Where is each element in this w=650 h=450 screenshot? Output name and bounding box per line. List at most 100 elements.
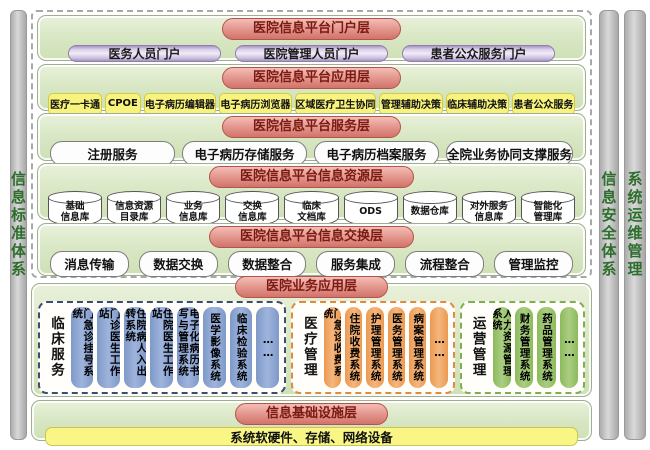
sidebar-system-operations: 系统运维管理 bbox=[624, 10, 646, 440]
group-label: 临床服务 bbox=[48, 316, 64, 379]
system-pill-ellipsis: …… bbox=[430, 306, 448, 388]
database-cylinder: ODS bbox=[343, 190, 398, 226]
system-pill: 药品管理系统 bbox=[537, 306, 556, 388]
layer-title: 信息基础设施层 bbox=[234, 403, 388, 425]
sidebar-label: 信息安全体系 bbox=[599, 171, 618, 279]
system-pill: 门诊医生工作站 bbox=[97, 306, 120, 388]
application-item: 电子病历编辑器 bbox=[143, 92, 217, 115]
application-item: 医疗一卡通 bbox=[48, 92, 103, 115]
system-label: 医务管理系统 bbox=[390, 312, 403, 382]
group-label: 运营管理 bbox=[469, 316, 486, 379]
system-label: 住院病人入出转系统 bbox=[124, 307, 147, 377]
business-groups-row: 临床服务 门急诊挂号系统 门诊医生工作站 住院病人入出转系统 住院医生工作站 电… bbox=[38, 300, 585, 394]
system-label: 病案管理系统 bbox=[412, 312, 425, 382]
application-row: 医疗一卡通 CPOE 电子病历编辑器 电子病历浏览器 区域医疗卫生协同 管理辅助… bbox=[48, 92, 575, 115]
system-label: …… bbox=[433, 334, 446, 361]
system-pill: 住院收费系统 bbox=[345, 306, 363, 388]
portal-layer: 医院信息平台门户层 医务人员门户 医院管理人员门户 患者公众服务门户 bbox=[37, 15, 586, 62]
database-label: 业务 信息库 bbox=[179, 200, 208, 223]
database-cylinder: 交换 信息库 bbox=[225, 190, 280, 226]
system-label: …… bbox=[563, 334, 576, 361]
database-cylinder: 智能化 管理库 bbox=[520, 190, 576, 226]
sidebar-label: 系统运维管理 bbox=[625, 171, 644, 279]
system-pill: 临床检验系统 bbox=[229, 306, 253, 388]
system-label: 财务管理系统 bbox=[518, 312, 531, 382]
system-label: 住院医生工作站 bbox=[150, 307, 173, 377]
infrastructure-layer: 信息基础设施层 系统软硬件、存储、网络设备 bbox=[31, 400, 592, 446]
database-row: 基础 信息库 信息资源 目录库 业务 信息库 交换 信息库 临床 文档库 ODS… bbox=[48, 190, 576, 226]
exchange-item: 管理监控 bbox=[494, 250, 573, 277]
application-layer: 医院信息平台应用层 医疗一卡通 CPOE 电子病历编辑器 电子病历浏览器 区域医… bbox=[37, 64, 586, 115]
database-cylinder: 数据仓库 bbox=[402, 190, 457, 226]
sidebar-information-security: 信息安全体系 bbox=[599, 10, 619, 440]
service-item: 全院业务协同支撑服务 bbox=[446, 140, 574, 166]
exchange-item: 消息传输 bbox=[50, 250, 129, 277]
system-label: 临床检验系统 bbox=[235, 312, 248, 382]
database-label: 数据仓库 bbox=[410, 206, 449, 218]
service-item: 电子病历档案服务 bbox=[314, 140, 439, 166]
service-layer: 医院信息平台服务层 注册服务 电子病历存储服务 电子病历档案服务 全院业务协同支… bbox=[37, 113, 586, 166]
layer-title: 医院业务应用层 bbox=[234, 276, 388, 298]
system-label: 药品管理系统 bbox=[541, 312, 553, 382]
application-item: 区域医疗卫生协同 bbox=[294, 92, 377, 115]
application-item: CPOE bbox=[105, 92, 141, 115]
business-application-layer: 医院业务应用层 临床服务 门急诊挂号系统 门诊医生工作站 住院病人入出转系统 住… bbox=[31, 276, 592, 397]
system-label: 护理管理系统 bbox=[369, 312, 382, 382]
exchange-item: 数据交换 bbox=[138, 250, 218, 277]
layer-title: 医院信息平台信息交换层 bbox=[208, 226, 414, 248]
system-pill: 门急诊收费系统 bbox=[323, 306, 342, 388]
system-pill-ellipsis: …… bbox=[559, 306, 578, 388]
portal-item: 医务人员门户 bbox=[68, 44, 221, 62]
layer-title: 医院信息平台应用层 bbox=[221, 67, 401, 89]
system-pill: 医务管理系统 bbox=[387, 306, 406, 388]
system-pill: 病案管理系统 bbox=[409, 306, 427, 388]
portal-item: 患者公众服务门户 bbox=[402, 44, 555, 62]
exchange-row: 消息传输 数据交换 数据整合 服务集成 流程整合 管理监控 bbox=[50, 250, 573, 277]
system-label: 门急诊挂号系统 bbox=[71, 307, 94, 377]
exchange-item: 流程整合 bbox=[405, 250, 485, 277]
sidebar-information-standards: 信息标准体系 bbox=[9, 10, 27, 440]
service-item: 电子病历存储服务 bbox=[182, 140, 307, 166]
sidebar-label: 信息标准体系 bbox=[9, 171, 27, 279]
portal-item: 医院管理人员门户 bbox=[235, 44, 388, 62]
system-pill: 财务管理系统 bbox=[515, 306, 534, 388]
database-label: 基础 信息库 bbox=[60, 200, 90, 223]
database-label: ODS bbox=[359, 206, 382, 218]
system-pill: 门急诊挂号系统 bbox=[71, 306, 94, 388]
database-label: 对外服务 信息库 bbox=[469, 200, 508, 223]
layer-title: 医院信息平台信息资源层 bbox=[208, 166, 414, 188]
system-pill: 住院医生工作站 bbox=[150, 306, 173, 388]
exchange-layer: 医院信息平台信息交换层 消息传输 数据交换 数据整合 服务集成 流程整合 管理监… bbox=[37, 223, 586, 277]
group-medical-management: 医疗管理 门急诊收费系统 住院收费系统 护理管理系统 医务管理系统 病案管理系统… bbox=[290, 300, 455, 394]
database-cylinder: 对外服务 信息库 bbox=[461, 190, 516, 226]
exchange-item: 数据整合 bbox=[227, 250, 307, 277]
system-label: 人力资源管理系统 bbox=[492, 307, 511, 377]
database-cylinder: 信息资源 目录库 bbox=[107, 190, 162, 226]
database-label: 临床 文档库 bbox=[297, 200, 326, 223]
application-item: 电子病历浏览器 bbox=[219, 92, 292, 115]
database-cylinder: 业务 信息库 bbox=[166, 190, 221, 226]
system-pill: 住院病人入出转系统 bbox=[123, 306, 147, 388]
exchange-item: 服务集成 bbox=[316, 250, 396, 277]
system-label: 门诊医生工作站 bbox=[97, 307, 120, 377]
system-label: …… bbox=[262, 334, 275, 361]
application-item: 患者公众服务 bbox=[511, 92, 575, 115]
application-item: 临床辅助决策 bbox=[445, 92, 509, 115]
group-operations-management: 运营管理 人力资源管理系统 财务管理系统 药品管理系统 …… bbox=[459, 300, 585, 394]
service-item: 注册服务 bbox=[50, 140, 175, 166]
infrastructure-item: 系统软硬件、存储、网络设备 bbox=[45, 426, 578, 446]
system-label: 门急诊收费系统 bbox=[323, 307, 342, 377]
database-label: 信息资源 目录库 bbox=[115, 200, 154, 223]
system-pill: 医学影像系统 bbox=[203, 306, 226, 388]
service-row: 注册服务 电子病历存储服务 电子病历档案服务 全院业务协同支撑服务 bbox=[50, 140, 574, 166]
platform-dashed-boundary: 医院信息平台门户层 医务人员门户 医院管理人员门户 患者公众服务门户 医院信息平… bbox=[31, 10, 592, 278]
database-label: 智能化 管理库 bbox=[533, 200, 563, 223]
database-cylinder: 临床 文档库 bbox=[284, 190, 339, 226]
group-clinical-services: 临床服务 门急诊挂号系统 门诊医生工作站 住院病人入出转系统 住院医生工作站 电… bbox=[38, 300, 286, 394]
resource-layer: 医院信息平台信息资源层 基础 信息库 信息资源 目录库 业务 信息库 交换 信息… bbox=[37, 163, 586, 226]
system-label: 住院收费系统 bbox=[348, 312, 361, 382]
database-label: 交换 信息库 bbox=[238, 200, 267, 223]
layer-title: 医院信息平台服务层 bbox=[221, 116, 401, 138]
portal-row: 医务人员门户 医院管理人员门户 患者公众服务门户 bbox=[68, 44, 555, 62]
